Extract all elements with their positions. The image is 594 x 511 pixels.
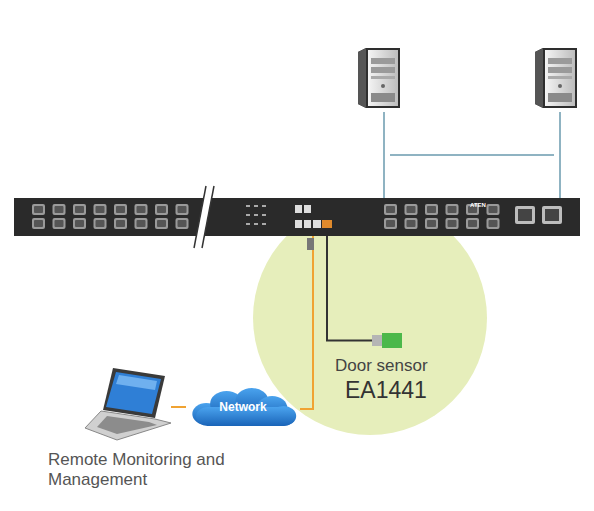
connector-wire	[327, 236, 372, 341]
network-cloud: Network	[186, 389, 300, 427]
node-caption: Remote Monitoring and Management	[48, 450, 238, 491]
server-tower	[358, 48, 400, 108]
pdu-strip-shape	[14, 198, 580, 236]
power-cables	[384, 112, 560, 198]
door-sensor-shape	[372, 333, 402, 348]
connector-wire	[300, 236, 313, 409]
connector-wire	[171, 406, 186, 408]
cloud-label: Network	[186, 400, 300, 414]
model-number: EA1441	[345, 377, 427, 405]
laptop-computer-shape	[85, 368, 171, 440]
pdu-strip: ATEN	[14, 198, 580, 236]
device-name: Door sensor	[335, 356, 428, 376]
laptop-computer: Remote Monitoring and Management	[85, 368, 171, 440]
door-sensor: Door sensorEA1441	[372, 333, 402, 348]
server-tower	[535, 48, 577, 108]
highlight-circle	[253, 201, 487, 435]
brand-logo: ATEN	[470, 202, 486, 209]
